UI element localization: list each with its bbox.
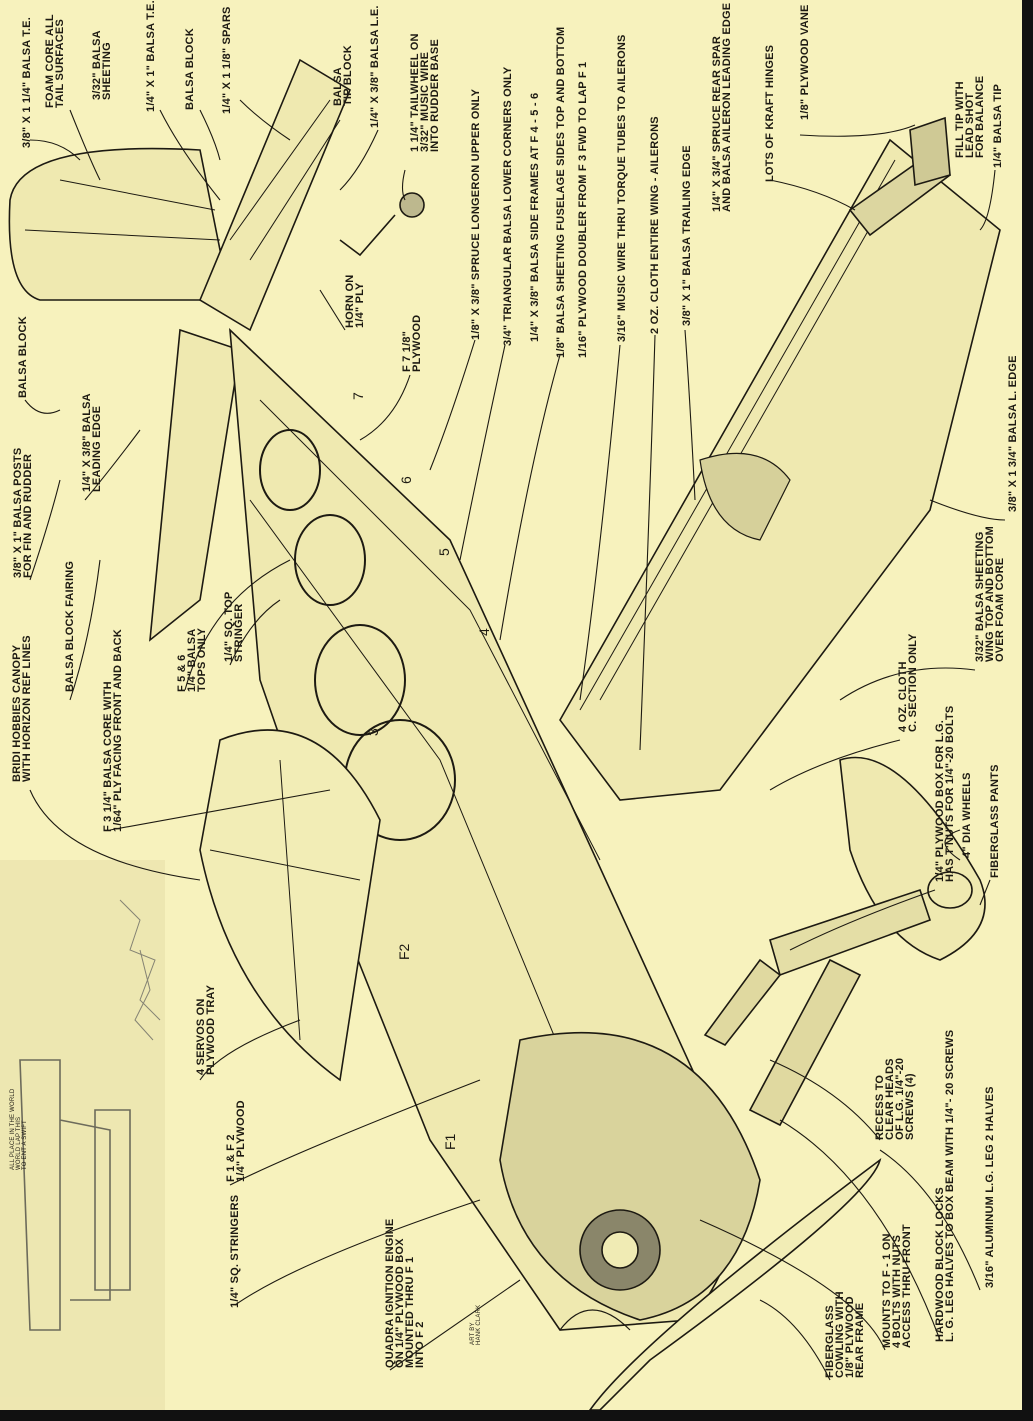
former-number-3: 3	[365, 728, 381, 736]
label-stringers: 1/4" SQ. STRINGERS	[229, 1194, 241, 1308]
label-side-frames: 1/4" X 3/8" BALSA SIDE FRAMES AT F 4 - 5…	[529, 92, 541, 342]
leader-lines	[24, 99, 1006, 1381]
former-number-5: 5	[436, 548, 452, 556]
label-f7: F 7 1/8"PLYWOOD	[401, 314, 423, 372]
former-label-f2: F2	[396, 943, 412, 960]
hardwood-block	[748, 958, 862, 1127]
former-number-6: 6	[398, 476, 414, 484]
label-aluminum-leg: 3/16" ALUMINUM L.G. LEG 2 HALVES	[984, 1086, 996, 1288]
label-lg-box: 1/4" PLYWOOD BOX FOR L.G.HAS T'NUTS FOR …	[934, 705, 956, 882]
cowling	[499, 1032, 761, 1321]
label-fairing: BALSA BLOCK FAIRING	[64, 560, 76, 692]
wingtip-vane	[909, 116, 951, 187]
label-kraft-hinges: LOTS OF KRAFT HINGES	[764, 44, 776, 182]
label-spars: 1/4" X 1 1/8" SPARS	[221, 6, 233, 114]
inset-photo	[0, 860, 165, 1410]
label-balsa-block-top: BALSA BLOCK	[184, 28, 196, 110]
label-doubler: 1/16" PLYWOOD DOUBLER FROM F 3 FWD TO LA…	[577, 61, 589, 358]
landing-gear-leg	[769, 888, 932, 977]
label-cloth-2oz: 2 OZ. CLOTH ENTIRE WING - AILERONS	[649, 116, 661, 334]
scan-border-right	[1022, 0, 1033, 1421]
tailwheel	[339, 214, 396, 257]
fin-rudder	[8, 147, 231, 301]
label-pants: FIBERGLASS PANTS	[989, 764, 1001, 878]
label-trailing-edge: 3/8" X 1" BALSA TRAILING EDGE	[681, 145, 693, 326]
horizontal-stabilizer	[198, 58, 352, 332]
label-wing-leading-edge: 3/8" X 1 3/4" BALSA L. EDGE	[1007, 355, 1019, 512]
label-balsa-tip: 1/4" BALSA TIP	[992, 83, 1004, 168]
label-balsa-block-left: BALSA BLOCK	[17, 316, 29, 398]
label-stab-trailing-edge: 1/4" X 1" BALSA T.E.	[145, 0, 157, 112]
scan-border-bottom	[0, 1410, 1033, 1421]
label-fuselage-sheeting: 1/8" BALSA SHEETING FUSELAGE SIDES TOP A…	[555, 26, 567, 358]
label-music-wire: 3/16" MUSIC WIRE THRU TORQUE TUBES TO AI…	[616, 34, 628, 342]
former-label-f1: F1	[442, 1133, 458, 1150]
label-longeron: 1/8" X 3/8" SPRUCE LONGERON UPPER ONLY	[470, 88, 482, 340]
label-tail-trailing-edge: 3/8" X 1 1/4" BALSA T.E.	[21, 17, 33, 148]
propeller	[589, 1158, 882, 1410]
label-plywood-vane: 1/8" PLYWOOD VANE	[799, 4, 811, 120]
label-triangular: 3/4" TRIANGULAR BALSA LOWER CORNERS ONLY	[502, 66, 514, 346]
former-number-4: 4	[476, 628, 492, 636]
label-stab-leading-edge: 1/4" X 3/8" BALSA L.E.	[369, 5, 381, 128]
label-wheels: 4" DIA WHEELS	[961, 772, 973, 858]
former-number-7: 7	[350, 392, 366, 400]
